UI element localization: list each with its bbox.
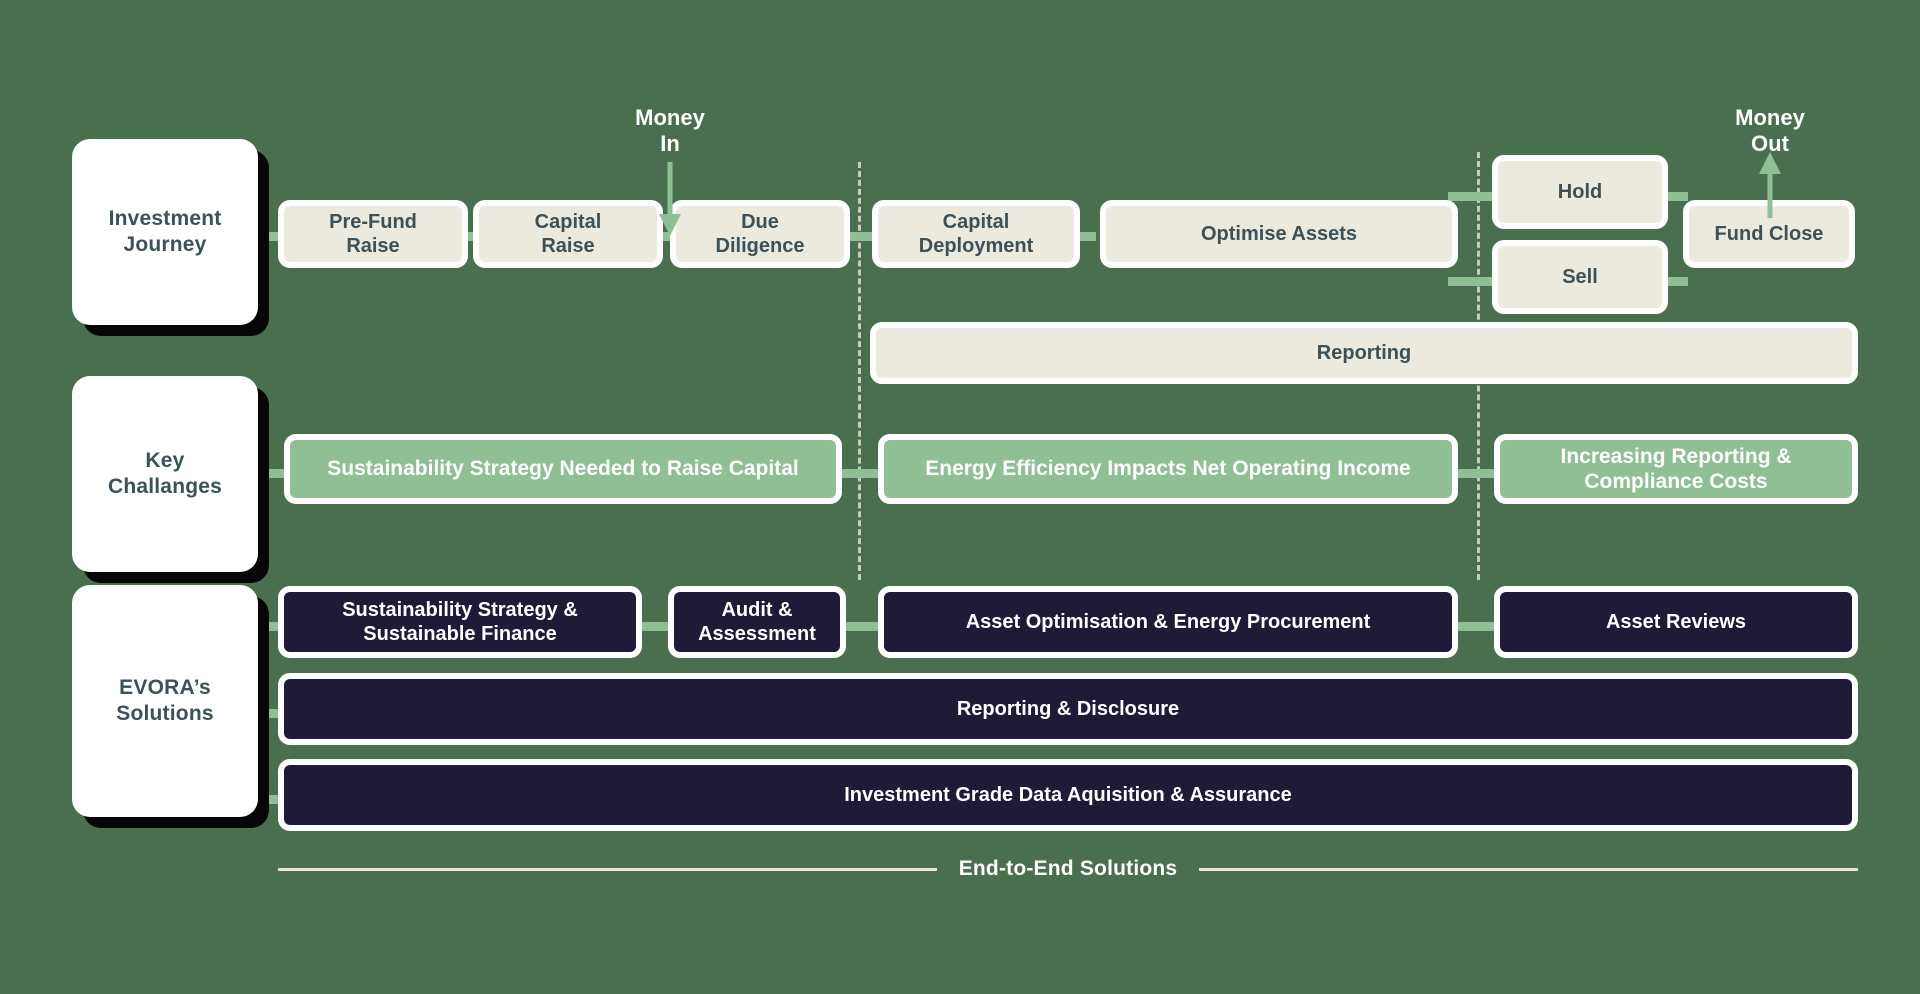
challenge-energy-efficiency[interactable]: Energy Efficiency Impacts Net Operating … xyxy=(878,434,1458,504)
solution-asset-reviews-label: Asset Reviews xyxy=(1605,611,1747,633)
connector-capitalraise-to-duediligence xyxy=(652,232,680,241)
connector-sell-to-fundclose xyxy=(1650,277,1688,286)
solution-investment-grade-data-assurance-label: Investment Grade Data Aquisition & Assur… xyxy=(844,784,1292,806)
connector-label-to-challenge-1 xyxy=(258,469,294,478)
money-in-arrow-icon xyxy=(659,162,681,236)
footer-rule-left xyxy=(278,867,937,871)
footer-rule-right xyxy=(1199,867,1858,871)
stage-reporting-bar-label: Reporting xyxy=(1316,342,1412,364)
connector-challenge-2-to-3 xyxy=(1455,469,1503,478)
stage-hold[interactable]: Hold xyxy=(1492,155,1668,229)
stage-hold-label: Hold xyxy=(1557,181,1603,203)
connector-duediligence-to-capitaldeployment xyxy=(840,232,882,241)
solution-sustainability-strategy-finance-label: Sustainability Strategy &Sustainable Fin… xyxy=(342,599,578,645)
solution-audit-assessment[interactable]: Audit &Assessment xyxy=(668,586,846,658)
connector-assetopt-to-assetreviews xyxy=(1455,622,1503,631)
connector-audit-to-assetopt xyxy=(840,622,884,631)
connector-label-to-data-assurance xyxy=(258,795,294,804)
solution-asset-reviews[interactable]: Asset Reviews xyxy=(1494,586,1858,658)
challenge-reporting-compliance-costs[interactable]: Increasing Reporting &Compliance Costs xyxy=(1494,434,1858,504)
connector-solution-1-to-audit xyxy=(636,622,674,631)
connector-hold-to-fundclose xyxy=(1650,192,1688,201)
phase-divider-left xyxy=(858,162,861,580)
connector-label-to-solution-1 xyxy=(258,622,294,631)
connector-capitaldeployment-to-optimise xyxy=(1068,232,1096,241)
solution-audit-assessment-label: Audit &Assessment xyxy=(698,599,816,645)
challenge-energy-efficiency-label: Energy Efficiency Impacts Net Operating … xyxy=(925,457,1411,481)
money-out-arrow-icon xyxy=(1759,152,1781,218)
solution-asset-optimisation-energy-procurement[interactable]: Asset Optimisation & Energy Procurement xyxy=(878,586,1458,658)
solution-sustainability-strategy-finance[interactable]: Sustainability Strategy &Sustainable Fin… xyxy=(278,586,642,658)
connector-label-to-reporting-disclosure xyxy=(258,709,294,718)
footer-end-to-end: End-to-End Solutions xyxy=(278,855,1858,883)
connector-optimise-to-hold xyxy=(1448,192,1498,201)
stage-sell-label: Sell xyxy=(1562,266,1598,288)
solution-reporting-disclosure[interactable]: Reporting & Disclosure xyxy=(278,673,1858,745)
stage-optimise-assets-label: Optimise Assets xyxy=(1201,223,1357,245)
stage-reporting-bar[interactable]: Reporting xyxy=(870,322,1858,384)
footer-end-to-end-label: End-to-End Solutions xyxy=(958,857,1178,880)
challenge-sustainability-strategy[interactable]: Sustainability Strategy Needed to Raise … xyxy=(284,434,842,504)
stage-sell[interactable]: Sell xyxy=(1492,240,1668,314)
solution-reporting-disclosure-label: Reporting & Disclosure xyxy=(956,698,1180,720)
challenge-sustainability-strategy-label: Sustainability Strategy Needed to Raise … xyxy=(327,457,799,481)
connector-optimise-to-sell xyxy=(1448,277,1498,286)
connector-label-to-prefund xyxy=(258,232,294,241)
stage-optimise-assets[interactable]: Optimise Assets xyxy=(1100,200,1458,268)
stage-fund-close-label: Fund Close xyxy=(1714,223,1824,245)
connector-challenge-1-to-2 xyxy=(836,469,884,478)
solution-investment-grade-data-assurance[interactable]: Investment Grade Data Aquisition & Assur… xyxy=(278,759,1858,831)
solution-asset-optimisation-energy-procurement-label: Asset Optimisation & Energy Procurement xyxy=(965,611,1371,633)
challenge-reporting-compliance-costs-label: Increasing Reporting &Compliance Costs xyxy=(1560,444,1792,493)
connector-prefund-to-capitalraise xyxy=(455,232,483,241)
